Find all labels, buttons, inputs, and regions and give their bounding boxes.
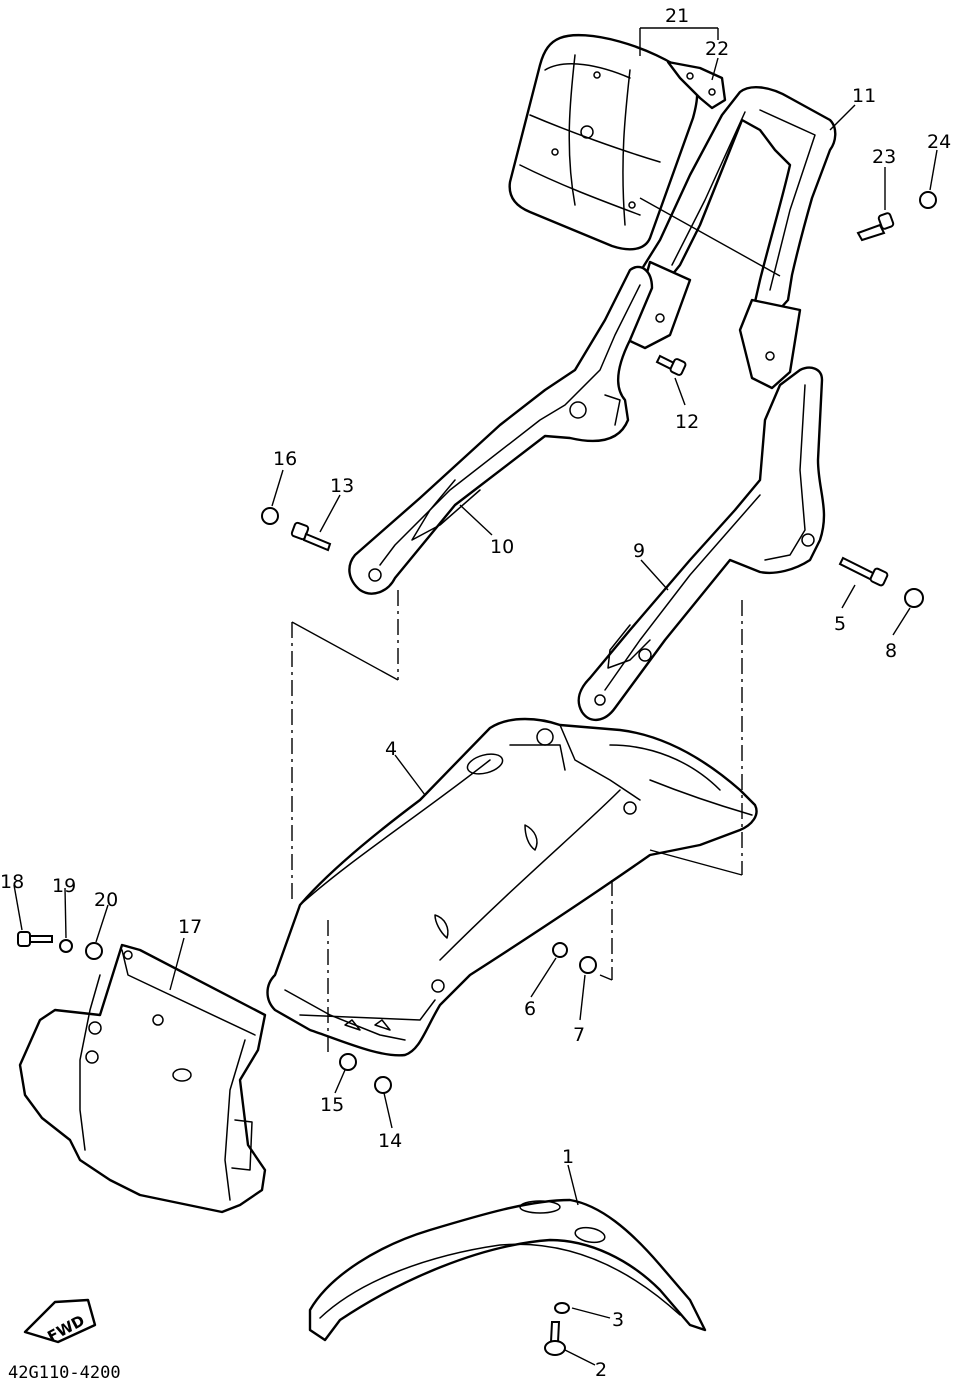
callout-9: 9 bbox=[633, 540, 645, 562]
callout-24: 24 bbox=[927, 131, 951, 153]
hardware bbox=[17, 191, 937, 1356]
washer-7-icon bbox=[579, 956, 597, 974]
callout-3: 3 bbox=[612, 1309, 624, 1331]
rear-fender-outer bbox=[308, 1198, 707, 1342]
callout-20: 20 bbox=[94, 889, 118, 911]
callout-21: 21 bbox=[665, 5, 689, 27]
callout-15: 15 bbox=[320, 1094, 344, 1116]
callout-17: 17 bbox=[178, 916, 202, 938]
callout-6: 6 bbox=[524, 998, 536, 1020]
clip-3-icon bbox=[554, 1302, 570, 1314]
nut-20-icon bbox=[85, 942, 103, 960]
backrest-frame bbox=[626, 86, 837, 390]
bolt-13-icon bbox=[290, 521, 332, 552]
callout-8: 8 bbox=[885, 640, 897, 662]
rear-fender-inner bbox=[266, 717, 758, 1057]
callout-10: 10 bbox=[490, 536, 514, 558]
assembly-reference-lines bbox=[291, 590, 743, 1055]
callout-16: 16 bbox=[273, 448, 297, 470]
callout-18: 18 bbox=[0, 871, 24, 893]
bolt-5-icon bbox=[838, 556, 889, 587]
callout-11: 11 bbox=[852, 85, 876, 107]
mudguard-inner-flap bbox=[18, 943, 267, 1214]
leader-lines bbox=[13, 27, 938, 1366]
callout-1: 1 bbox=[562, 1146, 574, 1168]
forward-direction-arrow: FWD bbox=[23, 1298, 97, 1346]
diagram-code: 42G110-4200 bbox=[8, 1363, 121, 1382]
cap-8-icon bbox=[904, 588, 924, 608]
backrest-pad bbox=[508, 34, 699, 251]
bolt-23-icon bbox=[856, 212, 895, 242]
callout-23: 23 bbox=[872, 146, 896, 168]
callout-19: 19 bbox=[52, 875, 76, 897]
right-sissy-bar bbox=[577, 366, 826, 721]
callout-2: 2 bbox=[595, 1359, 607, 1381]
bolt-12-icon bbox=[655, 354, 687, 376]
callout-12: 12 bbox=[675, 411, 699, 433]
callout-4: 4 bbox=[385, 738, 397, 760]
nut-24-icon bbox=[919, 191, 937, 209]
nut-15-icon bbox=[339, 1053, 357, 1071]
nut-14-icon bbox=[374, 1076, 392, 1094]
bolt-18-icon bbox=[17, 931, 53, 947]
callout-5: 5 bbox=[834, 613, 846, 635]
callout-numbers: 21 22 11 23 24 12 16 13 10 9 5 8 4 6 7 1… bbox=[0, 5, 951, 1381]
backrest-bracket-plate bbox=[666, 60, 727, 110]
callout-22: 22 bbox=[705, 38, 729, 60]
callout-7: 7 bbox=[573, 1024, 585, 1046]
callout-13: 13 bbox=[330, 475, 354, 497]
screw-2-icon bbox=[544, 1321, 566, 1356]
callout-14: 14 bbox=[378, 1130, 402, 1152]
nut-6-icon bbox=[552, 942, 568, 958]
left-sissy-bar bbox=[348, 265, 654, 595]
washer-19-icon bbox=[59, 939, 73, 953]
nut-16-icon bbox=[261, 507, 279, 525]
